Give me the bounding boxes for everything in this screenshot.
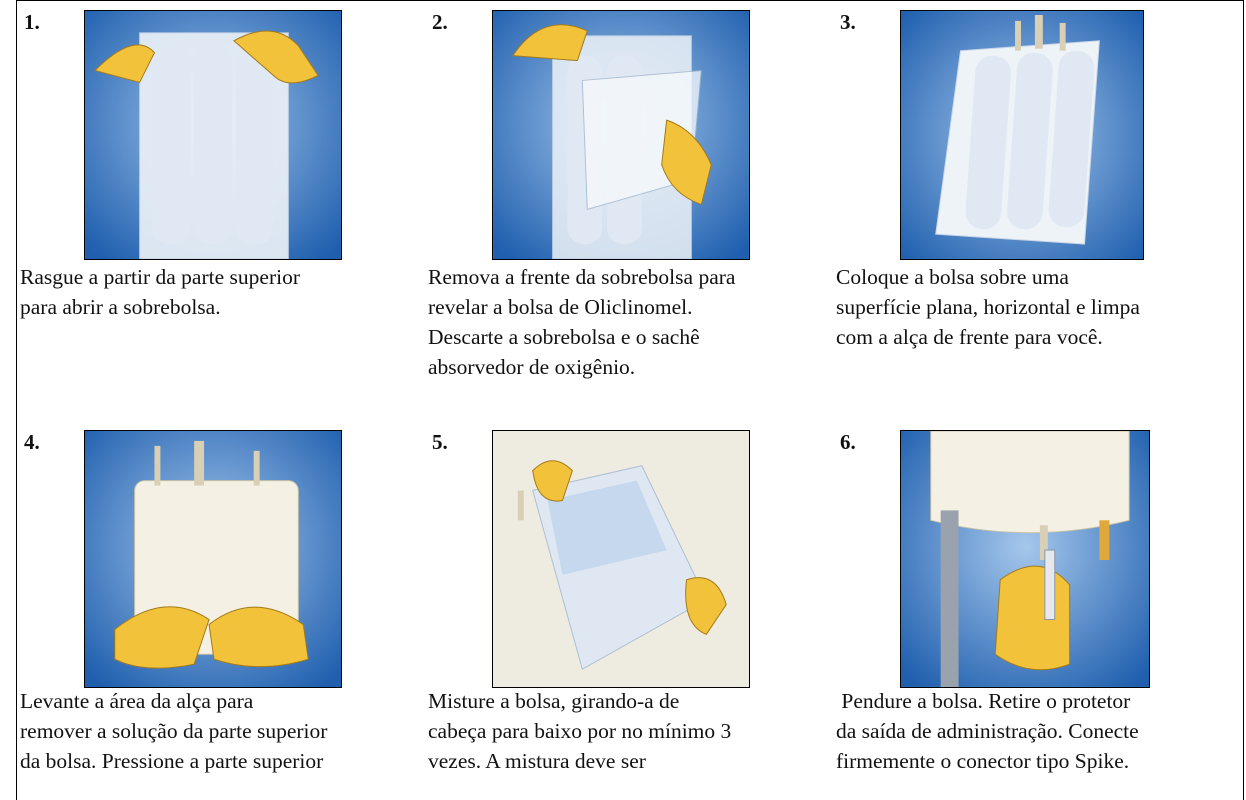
mix-bag-illustration (492, 430, 750, 688)
step-caption: Rasgue a partir da parte superior para a… (20, 265, 300, 319)
step-number: 4. (24, 430, 40, 454)
hang-bag-spike-illustration (900, 430, 1150, 688)
step-1: 1. Rasgue a partir da parte superior par… (20, 0, 424, 380)
step-number: 3. (840, 10, 856, 34)
step-4: 4. Levante a área da alça para remover a… (20, 420, 424, 775)
step-6: 6. Pendure a bolsa. Retire o protetor da… (836, 420, 1240, 775)
step-caption: Misture a bolsa, girando-a de cabeça par… (428, 689, 732, 773)
lift-handle-illustration (84, 430, 342, 688)
step-number: 5. (432, 430, 448, 454)
instructions-table (16, 0, 1244, 800)
remove-overpouch-illustration (492, 10, 750, 260)
step-caption: Coloque a bolsa sobre uma superfície pla… (836, 265, 1140, 349)
step-2: 2. Remova a frente da sobrebolsa para re… (428, 0, 832, 410)
tear-overpouch-illustration (84, 10, 342, 260)
step-caption: Levante a área da alça para remover a so… (20, 689, 328, 773)
step-caption: Remova a frente da sobrebolsa para revel… (428, 265, 736, 379)
bag-on-flat-surface-illustration (900, 10, 1144, 260)
step-3: 3. Coloque a bolsa sobre uma superfície … (836, 0, 1240, 380)
step-number: 1. (24, 10, 40, 34)
step-number: 6. (840, 430, 856, 454)
step-number: 2. (432, 10, 448, 34)
step-5: 5. Misture a bolsa, girando-a de cabeça … (428, 420, 832, 775)
step-caption: Pendure a bolsa. Retire o protetor da sa… (836, 689, 1139, 773)
